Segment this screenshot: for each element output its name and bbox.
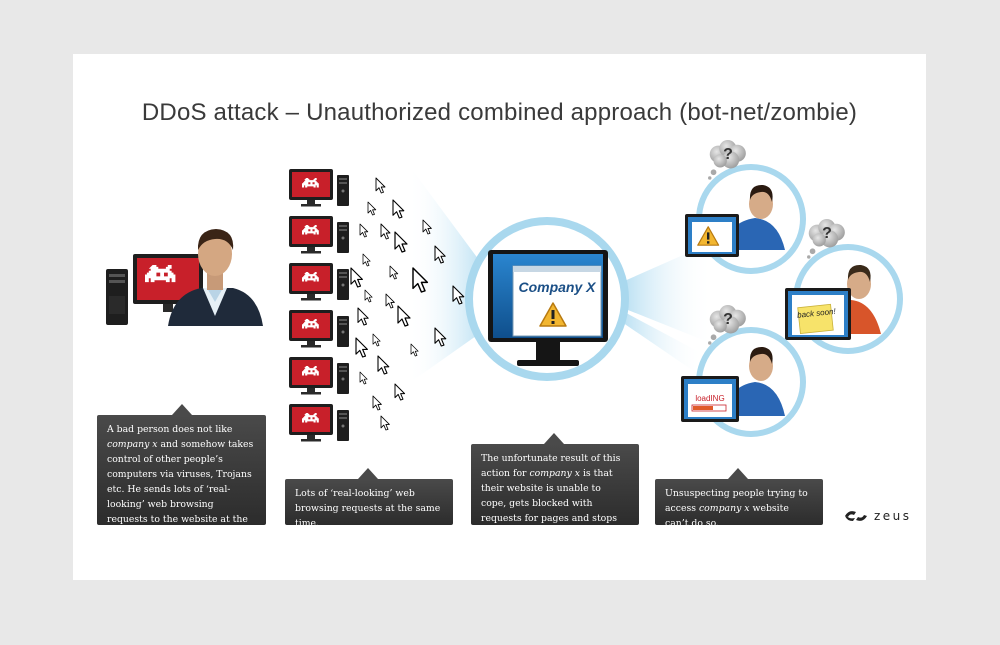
cursor-icon [372, 395, 382, 411]
cursor-icon [362, 253, 371, 267]
company-x-server: Company X [465, 217, 629, 381]
user-2: back soon! ? [785, 218, 903, 354]
server-screen-label: Company X [518, 279, 597, 295]
slide: DDoS attack – Unauthorized combined appr… [73, 54, 926, 580]
cursor-icon [359, 223, 369, 238]
zombie-computer [289, 357, 349, 395]
brand-name: zeus [874, 509, 912, 523]
callout-result-text: The unfortunate result of this action fo… [481, 453, 621, 539]
zombie-computer [289, 216, 349, 254]
cursor-icon [350, 267, 363, 288]
cursor-icon [392, 199, 405, 219]
cursor-icon [375, 177, 386, 194]
request-beam-lower-right [613, 306, 703, 372]
callout-users: Unsuspecting people trying to access com… [655, 468, 823, 529]
cursor-icon [359, 371, 368, 385]
cursor-icon [377, 355, 390, 375]
callout-bad-person-text: A bad person does not like company x and… [107, 424, 254, 540]
cursor-icon [357, 307, 369, 326]
cursor-icon [380, 415, 390, 431]
sticky-note-text: back soon! [797, 307, 837, 320]
cursor-icon [394, 383, 406, 401]
ddos-diagram: Company X ? back soon! ? [106, 139, 903, 580]
svg-text:?: ? [723, 311, 733, 328]
callout-bad-person: A bad person does not like company x and… [97, 404, 266, 540]
cursor-icon [364, 289, 373, 303]
user-3: loadING ? [681, 304, 806, 437]
user-1: ? [685, 139, 806, 274]
loading-text: loadING [695, 394, 724, 403]
cursor-icon [367, 201, 377, 216]
request-beam-upper-right [613, 244, 713, 344]
svg-text:?: ? [822, 225, 832, 242]
zeus-logo-icon [845, 511, 867, 521]
cursor-icon [372, 333, 381, 347]
cursor-icon [355, 337, 368, 358]
cursor-icon [389, 265, 399, 280]
callout-users-text: Unsuspecting people trying to access com… [665, 488, 808, 529]
cursor-icon [385, 293, 395, 309]
bad-person-avatar [168, 229, 263, 326]
callout-requests-text: Lots of ‘real-looking’ web browsing requ… [295, 488, 441, 529]
callout-requests: Lots of ‘real-looking’ web browsing requ… [285, 468, 453, 529]
zombie-computer [289, 404, 349, 442]
zombie-computer [289, 169, 349, 207]
page-title: DDoS attack – Unauthorized combined appr… [141, 99, 858, 126]
brand: zeus [843, 506, 912, 526]
cursor-icon [380, 223, 391, 240]
svg-text:?: ? [723, 146, 733, 163]
zombie-computer [289, 263, 349, 301]
callout-result: The unfortunate result of this action fo… [471, 433, 639, 539]
cursor-icon [394, 231, 408, 253]
zombie-computer [289, 310, 349, 348]
